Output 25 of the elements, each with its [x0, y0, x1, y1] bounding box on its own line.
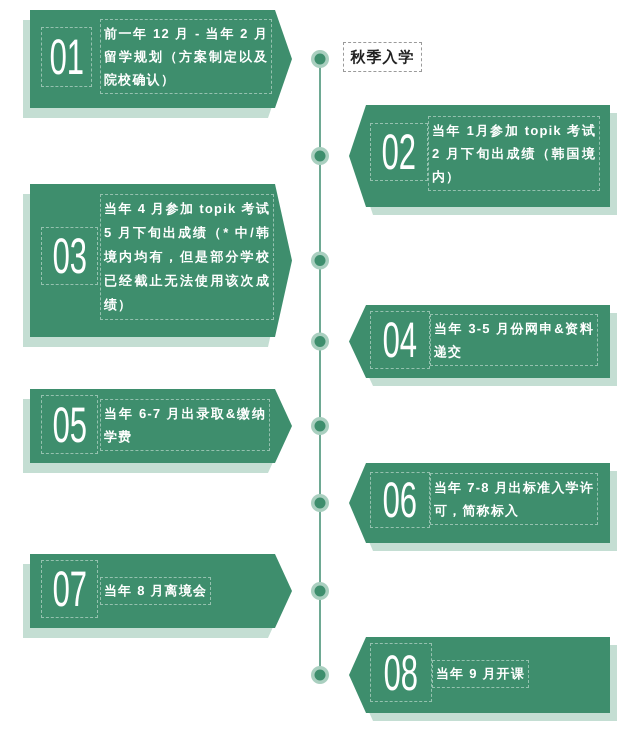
step-number: 08: [370, 643, 432, 702]
step-description: 当年 1月参加 topik 考试 2 月下旬出成绩（韩国境内）: [428, 116, 600, 191]
arrow-banner: [30, 554, 292, 628]
step-number: 01: [41, 27, 92, 87]
step-number: 06: [370, 472, 430, 528]
step-description: 当年 6-7 月出录取&缴纳学费: [100, 399, 270, 451]
arrow-banner: [30, 389, 292, 463]
arrow-banner: [349, 105, 610, 207]
step-description: 当年 3-5 月份网申&资料递交: [430, 314, 598, 366]
step-description: 当年 8 月离境会: [100, 577, 212, 605]
arrow-banner: [30, 10, 292, 108]
step-description: 当年 7-8 月出标准入学许可，简称标入: [430, 473, 598, 525]
step-description: 当年 9 月开课: [432, 660, 530, 688]
step-number: 02: [370, 123, 428, 181]
arrow-banner: [349, 637, 610, 713]
step-description: 前一年 12 月 - 当年 2 月留学规划（方案制定以及院校确认）: [100, 19, 272, 94]
arrow-banner: [349, 463, 610, 543]
step-number: 03: [41, 227, 98, 285]
step-number: 04: [370, 311, 430, 369]
step-number: 05: [41, 395, 98, 454]
arrow-banner: [349, 305, 610, 378]
step-number: 07: [41, 560, 98, 618]
label-box: 秋季入学: [343, 42, 422, 72]
arrow-banner: [30, 184, 292, 337]
step-description: 当年 4 月参加 topik 考试 5 月下旬出成绩（* 中/韩境内均有，但是部分学校已经截止无法使用该次成绩）: [100, 194, 274, 320]
